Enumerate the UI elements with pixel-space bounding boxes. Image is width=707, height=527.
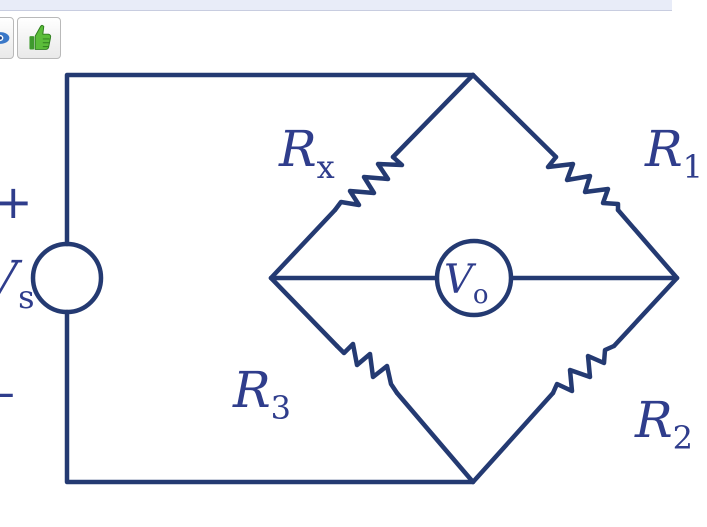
- resistor-rx: [332, 154, 405, 213]
- rx-wire-bottom: [268, 207, 338, 281]
- label-r2: R2: [634, 391, 693, 457]
- label-vs: Vs: [0, 250, 35, 316]
- top-toolbar-strip: [0, 0, 672, 11]
- label-r3: R3: [232, 361, 291, 427]
- label-r1: R1: [644, 120, 703, 186]
- r1-wire-bottom: [615, 207, 680, 281]
- label-vo: Vo: [444, 257, 489, 310]
- like-button[interactable]: [17, 17, 61, 59]
- thumbs-up-icon: [29, 24, 52, 50]
- eye-icon: [0, 32, 10, 44]
- r2-wire-top: [611, 275, 680, 349]
- voltmeter-vo: [434, 238, 514, 318]
- r2-wire-bottom: [470, 390, 556, 485]
- rx-wire-top: [390, 72, 476, 160]
- r1-wire-top: [470, 72, 559, 160]
- r3-wire-bottom: [394, 390, 476, 485]
- voltage-source-vs: [30, 241, 104, 315]
- resistor-r2: [550, 343, 617, 396]
- r3-wire-top: [268, 275, 340, 349]
- bottom-supply-wire: [64, 309, 476, 485]
- top-supply-wire: [64, 72, 476, 247]
- view-button[interactable]: [0, 17, 14, 59]
- label-rx: Rx: [278, 120, 335, 186]
- label-plus: +: [0, 175, 33, 229]
- resistor-r3: [334, 341, 400, 396]
- label-minus: –: [0, 365, 15, 419]
- resistor-r1: [545, 154, 621, 213]
